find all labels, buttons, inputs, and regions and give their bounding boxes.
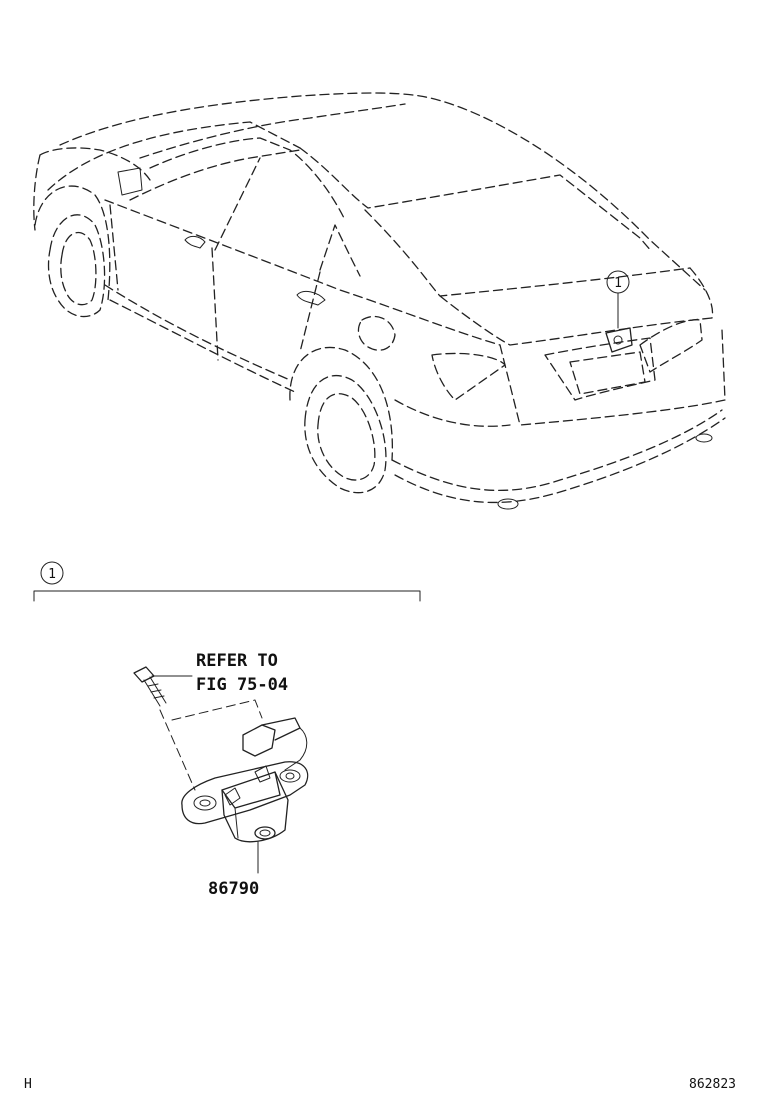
callout-circle: 1 (606, 270, 630, 294)
section-bracket: 1 (33, 561, 421, 602)
bolt-icon (133, 666, 167, 707)
part-number-label: 86790 (208, 879, 259, 899)
car-illustration: 1 (33, 92, 726, 510)
footer-right-code: 862823 (689, 1077, 736, 1092)
camera-assembly (133, 666, 309, 874)
camera-location-marker (605, 292, 633, 353)
section-callout-number: 1 (48, 567, 56, 582)
footer-left-code: H (24, 1077, 32, 1092)
callout-number: 1 (614, 276, 622, 291)
fig-reference-label: FIG 75-04 (196, 675, 288, 695)
refer-to-label: REFER TO (196, 651, 278, 671)
